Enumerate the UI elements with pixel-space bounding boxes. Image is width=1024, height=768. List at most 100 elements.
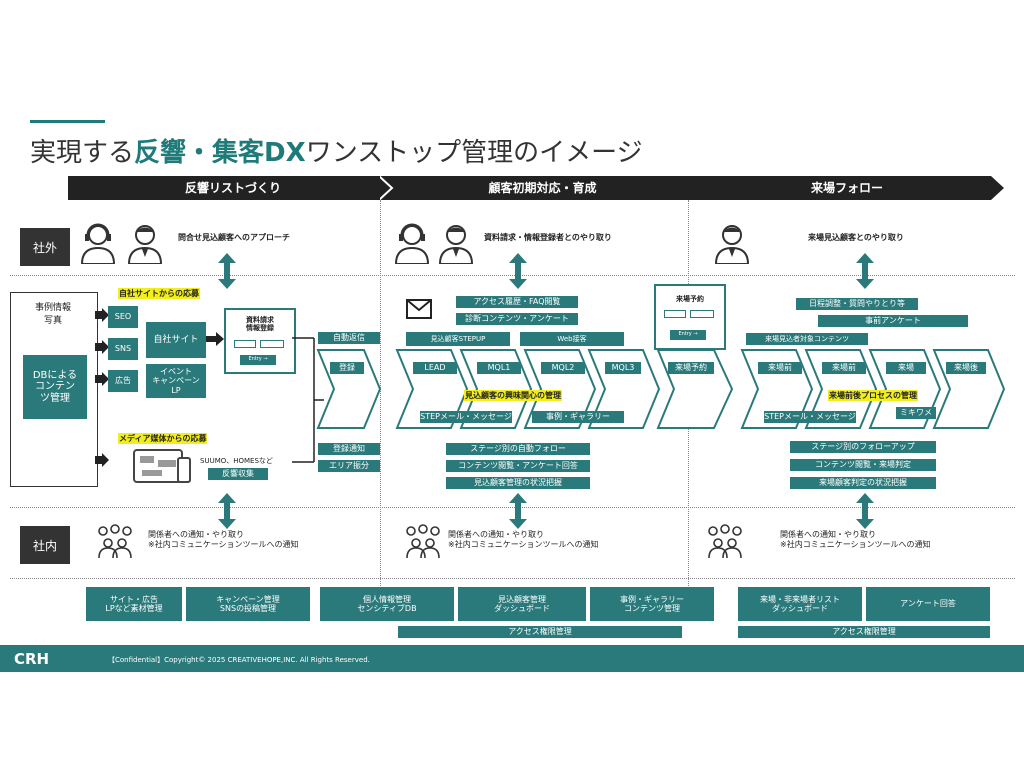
- seo-box: SEO: [108, 306, 138, 328]
- title-accent-line: [30, 120, 105, 123]
- interest-mgmt-label: 見込顧客の興味関心の管理: [464, 390, 562, 401]
- form-field: [234, 340, 256, 348]
- visit-stage-2: 来場前: [822, 362, 866, 374]
- own-site-box: 自社サイト: [146, 322, 206, 358]
- divider-inside: [10, 507, 1015, 508]
- mail-icon: [406, 299, 432, 319]
- merge-connector: [292, 337, 324, 463]
- sns-box: SNS: [108, 338, 138, 360]
- page-title: 実現する反響・集客DXワンストップ管理のイメージ: [30, 138, 643, 168]
- system-box-6: 来場・非来場者リスト ダッシュボード: [738, 587, 862, 621]
- customer-person-icon-2: [436, 222, 476, 264]
- outside-label: 社外: [20, 228, 70, 266]
- double-arrow-icon: [856, 253, 874, 289]
- mikiwame-box: ミキワメ: [896, 407, 936, 419]
- stage-mql2: MQL2: [541, 362, 585, 374]
- double-arrow-icon: [509, 493, 527, 529]
- phase-banner-1: 反響リストづくり: [68, 176, 398, 200]
- access-history-box: アクセス履歴・FAQ閲覧: [456, 296, 578, 308]
- case-gallery-box: 事例・ギャラリー: [532, 411, 624, 423]
- request-form: 資料請求 情報登録 Entry →: [224, 308, 296, 374]
- form-title: 資料請求 情報登録: [246, 316, 274, 333]
- form-field: [690, 310, 714, 318]
- diagnosis-box: 診断コンテンツ・アンケート: [456, 313, 578, 325]
- team-group-icon: [706, 524, 744, 560]
- divider-bottom: [10, 578, 1015, 579]
- phase-banner-3: 来場フォロー: [688, 176, 1006, 200]
- form-field: [260, 340, 284, 348]
- register-box: 登録: [330, 362, 364, 374]
- system-box-7: アンケート回答: [866, 587, 990, 621]
- content-view-box: コンテンツ閲覧・アンケート回答: [446, 460, 590, 472]
- double-arrow-icon: [218, 493, 236, 529]
- phase-label-1: 反響リストづくり: [184, 181, 281, 195]
- arrow-right-icon: [95, 453, 109, 467]
- stepup-box: 見込顧客STEPUP: [406, 332, 510, 346]
- stage-mql3: MQL3: [605, 362, 641, 374]
- stage-lead: LEAD: [413, 362, 457, 374]
- internal-caption-1: 関係者への通知・やり取り※社内コミュニケーションツールへの通知: [148, 530, 299, 550]
- inside-label: 社内: [20, 526, 70, 564]
- double-arrow-icon: [509, 253, 527, 289]
- arrow-right-icon: [95, 340, 109, 354]
- form-field: [664, 310, 686, 318]
- db-content-box: DBによる コンテン ツ管理: [23, 355, 87, 419]
- visit-stage-1: 来場前: [758, 362, 802, 374]
- access-mgmt-box-1: アクセス権限管理: [398, 626, 682, 638]
- customer-person-icon: [125, 222, 165, 264]
- step-mail-box: STEPメール・メッセージ: [420, 411, 512, 423]
- operator-headset-icon: [78, 222, 118, 264]
- divider-outside: [10, 275, 1015, 276]
- web-service-box: Web接客: [520, 332, 624, 346]
- operator-headset-icon-2: [392, 222, 432, 264]
- collect-box: 反響収集: [208, 468, 268, 480]
- visit-stage-4: 来場後: [946, 362, 986, 374]
- system-box-3: 個人情報管理 センシティブDB: [320, 587, 454, 621]
- visit-judge-box: コンテンツ閲覧・来場判定: [790, 459, 936, 471]
- internal-caption-2: 関係者への通知・やり取り※社内コミュニケーションツールへの通知: [448, 530, 599, 550]
- external-caption-1: 問合せ見込顧客へのアプローチ: [178, 233, 290, 242]
- company-logo: CRH: [14, 650, 50, 668]
- entry-button: Entry →: [240, 355, 276, 365]
- stage-mql1: MQL1: [477, 362, 521, 374]
- visit-status-box: 来場顧客判定の状況把握: [790, 477, 936, 489]
- chevron-register: [314, 348, 384, 434]
- entry-button: Entry →: [670, 330, 706, 340]
- step-mail-box-2: STEPメール・メッセージ: [764, 411, 856, 423]
- area-assign-box: エリア振分: [318, 460, 380, 472]
- case-info-label: 事例情報 写真: [34, 303, 71, 326]
- internal-caption-3: 関係者への通知・やり取り※社内コミュニケーションツールへの通知: [780, 530, 931, 550]
- phase-banner-2: 顧客初期対応・育成: [380, 176, 705, 200]
- auto-send-box: 自動返信: [318, 332, 380, 344]
- reservation-form: 来場予約 Entry →: [654, 284, 726, 350]
- team-group-icon: [96, 524, 134, 560]
- divider-phase-1: [380, 200, 381, 588]
- access-mgmt-box-2: アクセス権限管理: [738, 626, 990, 638]
- double-arrow-icon: [218, 253, 236, 289]
- visit-content-box: 来場見込者対象コンテンツ: [746, 333, 868, 345]
- system-box-4: 見込顧客管理 ダッシュボード: [458, 587, 586, 621]
- external-caption-2: 資料請求・情報登録者とのやり取り: [484, 233, 612, 242]
- arrow-right-icon: [206, 332, 224, 346]
- phase-label-3: 来場フォロー: [810, 181, 883, 195]
- status-box: 見込顧客管理の状況把握: [446, 477, 590, 489]
- reg-notice-box: 登録通知: [318, 443, 380, 455]
- auto-follow-box: ステージ別の自動フォロー: [446, 443, 590, 455]
- arrow-right-icon: [95, 308, 109, 322]
- schedule-box: 日程調整・質問やりとり等: [796, 298, 918, 310]
- phase-label-2: 顧客初期対応・育成: [488, 181, 597, 195]
- media-example: SUUMO、HOMESなど: [200, 457, 273, 465]
- ad-box: 広告: [108, 370, 138, 392]
- double-arrow-icon: [856, 493, 874, 529]
- system-box-1: サイト・広告 LPなど素材管理: [86, 587, 182, 621]
- visit-stage-3: 来場: [886, 362, 926, 374]
- campaign-lp-box: イベント キャンペーン LP: [146, 364, 206, 398]
- customer-person-icon-3: [712, 222, 752, 264]
- system-box-5: 事例・ギャラリー コンテンツ管理: [590, 587, 714, 621]
- visit-process-label: 来場前後プロセスの管理: [828, 390, 918, 401]
- reservation-title: 来場予約: [676, 295, 704, 303]
- team-group-icon: [404, 524, 442, 560]
- arrow-right-icon: [95, 372, 109, 386]
- own-site-label: 自社サイトからの応募: [118, 288, 200, 299]
- pre-survey-box: 事前アンケート: [818, 315, 968, 327]
